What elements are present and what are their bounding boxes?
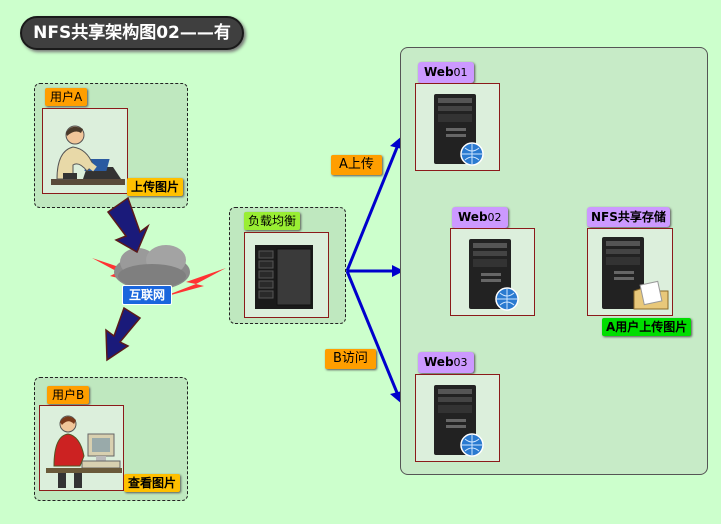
person-at-computer-icon: [46, 415, 122, 488]
nfs-caption: A用户上传图片: [602, 318, 692, 336]
diagram-title: NFS共享架构图02——有: [20, 16, 244, 50]
web-server-icon: [434, 94, 484, 166]
web02-label: Web02: [452, 207, 508, 228]
user-a-label: 用户A: [45, 88, 88, 106]
web01-server: [415, 83, 500, 171]
view-image-label: 查看图片: [124, 474, 181, 492]
internet-label: 互联网: [122, 285, 173, 305]
user-b-picture: [39, 405, 124, 491]
visit-flow-label: B访问: [325, 349, 376, 369]
lightning-right-icon: [160, 268, 226, 298]
web-server-icon: [469, 239, 519, 311]
internet-to-user-b-arrow: [105, 306, 142, 362]
nfs-label: NFS共享存储: [587, 207, 670, 227]
web01-label: Web01: [418, 62, 474, 83]
server-tower-icon: [255, 245, 313, 309]
web-server-icon: [434, 385, 484, 457]
person-at-desk-icon: [51, 125, 125, 185]
load-balancer-picture: [244, 232, 329, 318]
folder-icon: [633, 280, 669, 310]
web02-server: [450, 228, 535, 316]
load-balancer-label: 负载均衡: [244, 212, 301, 230]
web03-server: [415, 374, 500, 462]
user-a-picture: [42, 108, 128, 194]
lightning-left-icon: [92, 258, 150, 286]
cloud-icon: [114, 245, 190, 290]
nfs-server: [587, 228, 673, 316]
user-b-label: 用户B: [47, 386, 90, 404]
web03-label: Web03: [418, 352, 474, 373]
user-a-to-internet-arrow: [106, 196, 150, 254]
storage-server-icon: [602, 237, 669, 310]
upload-flow-label: A上传: [331, 155, 382, 175]
upload-image-label: 上传图片: [127, 178, 184, 196]
